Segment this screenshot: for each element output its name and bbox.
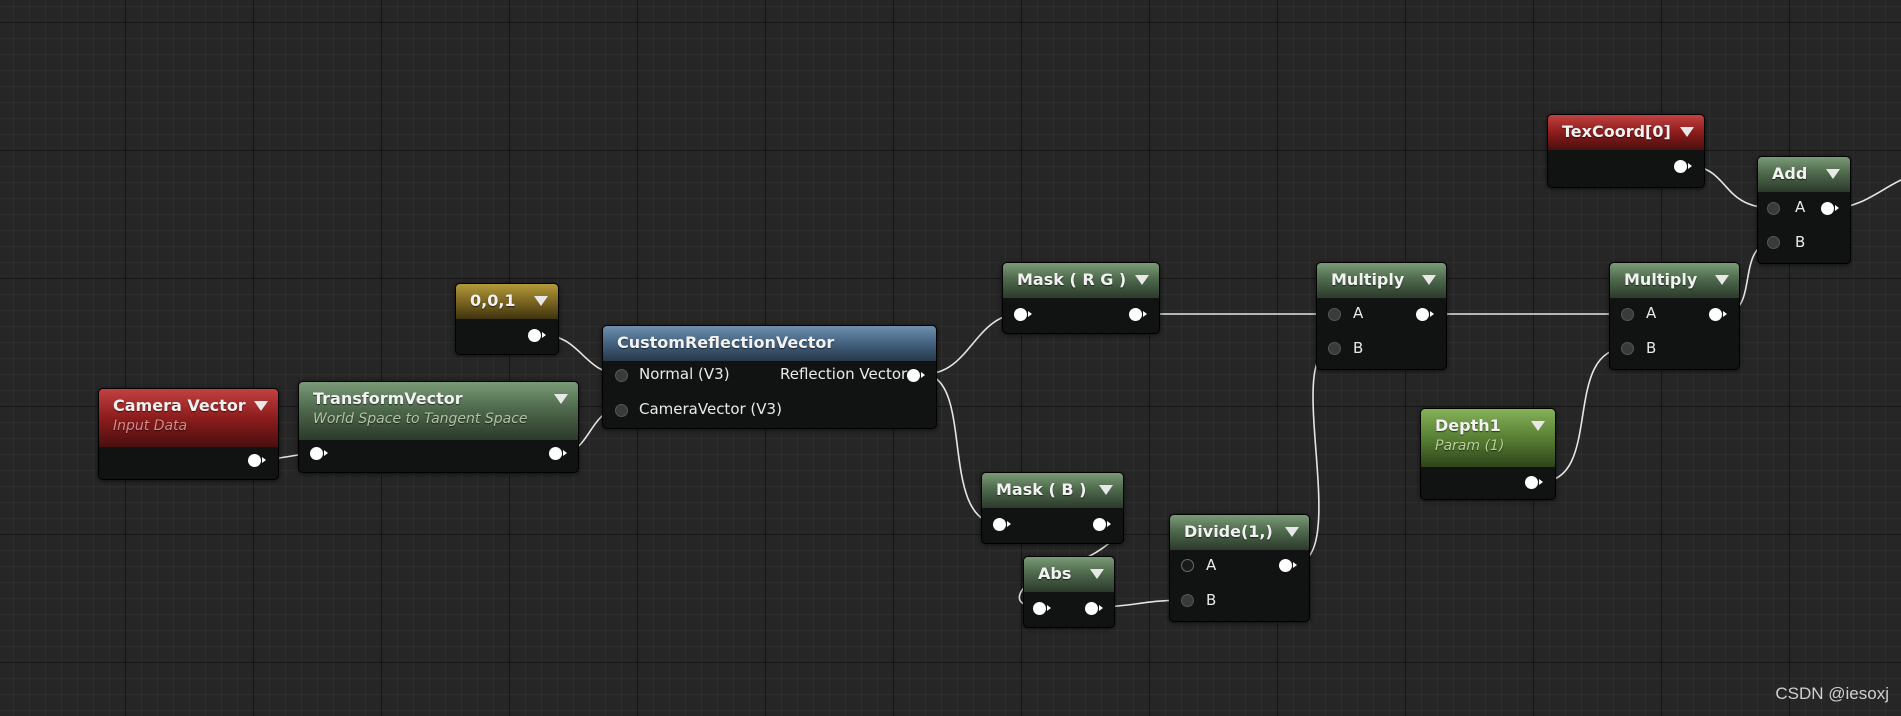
collapse-arrow-icon[interactable] (254, 401, 268, 411)
node-texcoord[interactable]: TexCoord[0] (1547, 114, 1705, 188)
node-header[interactable]: Depth1 Param (1) (1421, 409, 1555, 467)
output-pin[interactable] (1525, 476, 1543, 489)
node-title: Abs (1038, 564, 1072, 583)
pin-label: B (1353, 339, 1364, 357)
pin-label: A (1795, 198, 1806, 216)
node-header[interactable]: Abs (1024, 557, 1114, 592)
node-title: TransformVector (313, 389, 463, 408)
node-custom-reflection-vector[interactable]: CustomReflectionVector Normal (V3) Camer… (602, 325, 937, 429)
collapse-arrow-icon[interactable] (1531, 421, 1545, 431)
pin-label: A (1206, 556, 1217, 574)
node-title: Divide(1,) (1184, 522, 1273, 541)
collapse-arrow-icon[interactable] (534, 296, 548, 306)
input-pin[interactable] (993, 518, 1011, 531)
node-constant-001[interactable]: 0,0,1 (455, 283, 559, 355)
node-header[interactable]: Divide(1,) (1170, 515, 1309, 550)
node-title: Mask ( B ) (996, 480, 1087, 499)
output-pin-reflection-vector[interactable] (907, 369, 925, 382)
input-pin[interactable] (1033, 602, 1051, 615)
pin-label: B (1795, 233, 1806, 251)
output-pin[interactable] (528, 329, 546, 342)
input-pin[interactable] (1014, 308, 1032, 321)
input-pin-a[interactable] (1621, 308, 1634, 321)
output-pin[interactable] (1416, 308, 1434, 321)
node-subtitle: World Space to Tangent Space (313, 411, 528, 427)
node-subtitle: Input Data (113, 418, 188, 434)
input-pin-b[interactable] (1328, 342, 1341, 355)
node-subtitle: Param (1) (1435, 438, 1505, 454)
output-pin[interactable] (1129, 308, 1147, 321)
node-title: Multiply (1331, 270, 1405, 289)
pin-label: B (1206, 591, 1217, 609)
output-pin[interactable] (1674, 160, 1692, 173)
collapse-arrow-icon[interactable] (1826, 169, 1840, 179)
node-header[interactable]: CustomReflectionVector (603, 326, 936, 361)
node-title: Depth1 (1435, 416, 1501, 435)
node-camera-vector[interactable]: Camera Vector Input Data (98, 388, 279, 480)
node-title: 0,0,1 (470, 291, 516, 310)
node-header[interactable]: TexCoord[0] (1548, 115, 1704, 150)
collapse-arrow-icon[interactable] (1099, 485, 1113, 495)
output-pin[interactable] (1821, 202, 1839, 215)
collapse-arrow-icon[interactable] (554, 394, 568, 404)
node-divide[interactable]: Divide(1,) A B (1169, 514, 1310, 622)
input-pin-b[interactable] (1621, 342, 1634, 355)
pin-label: Normal (V3) (639, 365, 730, 383)
node-abs[interactable]: Abs (1023, 556, 1115, 628)
input-pin-b[interactable] (1181, 594, 1194, 607)
output-pin[interactable] (549, 447, 567, 460)
pin-label: CameraVector (V3) (639, 400, 782, 418)
node-transform-vector[interactable]: TransformVector World Space to Tangent S… (298, 381, 579, 473)
node-header[interactable]: TransformVector World Space to Tangent S… (299, 382, 578, 440)
node-multiply-2[interactable]: Multiply A B (1609, 262, 1740, 370)
node-title: Mask ( R G ) (1017, 270, 1127, 289)
output-pin[interactable] (248, 454, 266, 467)
node-title: Multiply (1624, 270, 1698, 289)
collapse-arrow-icon[interactable] (1090, 569, 1104, 579)
output-pin[interactable] (1709, 308, 1727, 321)
collapse-arrow-icon[interactable] (1135, 275, 1149, 285)
node-mask-rg[interactable]: Mask ( R G ) (1002, 262, 1160, 334)
node-header[interactable]: Multiply (1317, 263, 1446, 298)
node-title: Add (1772, 164, 1808, 183)
pin-label: B (1646, 339, 1657, 357)
node-header[interactable]: Multiply (1610, 263, 1739, 298)
input-pin-b[interactable] (1767, 236, 1780, 249)
collapse-arrow-icon[interactable] (1715, 275, 1729, 285)
node-header[interactable]: 0,0,1 (456, 284, 558, 319)
collapse-arrow-icon[interactable] (1422, 275, 1436, 285)
collapse-arrow-icon[interactable] (1285, 527, 1299, 537)
node-multiply-1[interactable]: Multiply A B (1316, 262, 1447, 370)
node-title: Camera Vector (113, 396, 246, 415)
input-pin-camera-vector[interactable] (615, 404, 628, 417)
node-header[interactable]: Camera Vector Input Data (99, 389, 278, 447)
input-pin-a[interactable] (1767, 202, 1780, 215)
collapse-arrow-icon[interactable] (1680, 127, 1694, 137)
output-pin[interactable] (1085, 602, 1103, 615)
node-header[interactable]: Add (1758, 157, 1850, 192)
input-pin-a[interactable] (1328, 308, 1341, 321)
input-pin-a[interactable] (1181, 559, 1194, 572)
node-mask-b[interactable]: Mask ( B ) (981, 472, 1124, 544)
node-add[interactable]: Add A B (1757, 156, 1851, 264)
watermark: CSDN @iesoxj (1775, 684, 1889, 703)
node-header[interactable]: Mask ( R G ) (1003, 263, 1159, 298)
pin-label: Reflection Vector (780, 365, 908, 383)
node-header[interactable]: Mask ( B ) (982, 473, 1123, 508)
output-pin[interactable] (1093, 518, 1111, 531)
pin-label: A (1646, 304, 1657, 322)
node-depth1[interactable]: Depth1 Param (1) (1420, 408, 1556, 500)
pin-label: A (1353, 304, 1364, 322)
node-title: TexCoord[0] (1562, 122, 1671, 141)
output-pin[interactable] (1279, 559, 1297, 572)
node-title: CustomReflectionVector (617, 333, 835, 352)
input-pin-normal[interactable] (615, 369, 628, 382)
input-pin[interactable] (310, 447, 328, 460)
